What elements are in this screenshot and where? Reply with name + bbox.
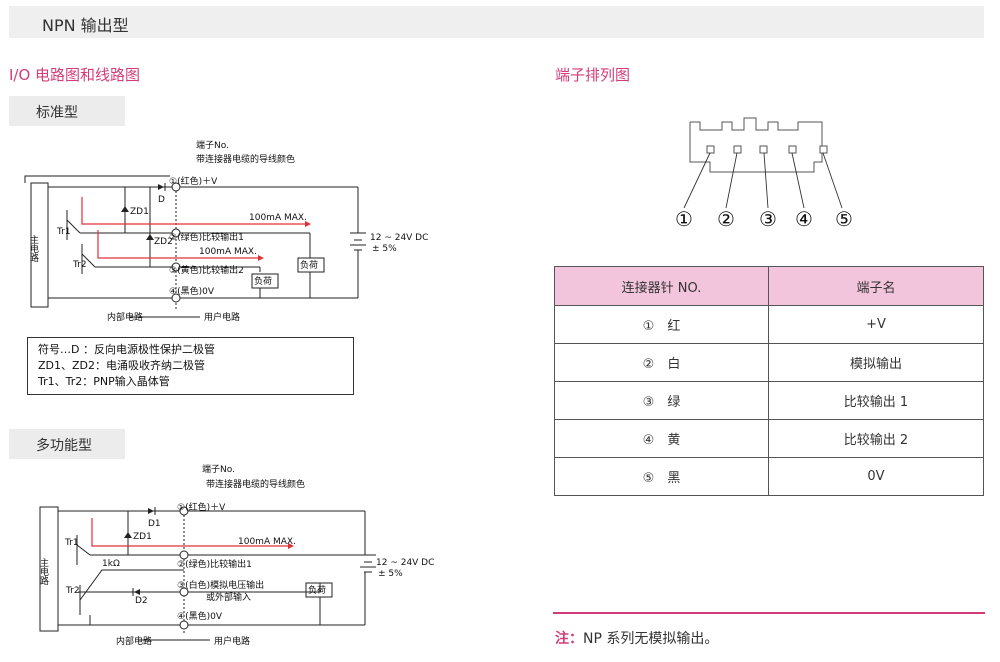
pin-table: 连接器针 NO. 端子名 ① 红 +V ② 白 模拟输出 ③ 绿 比较输出 1 … <box>554 266 984 496</box>
diode-label: D <box>158 195 165 205</box>
table-row: ④ 黄 比较输出 2 <box>554 419 984 458</box>
terminal-name-cell: 比较输出 2 <box>768 419 984 458</box>
terminal-section-title: 端子排列图 <box>555 66 631 84</box>
table-row: ⑤ 黑 0V <box>554 457 984 496</box>
supply-tol-label: ± 5% <box>378 569 403 579</box>
cable-color-label: 带连接器电缆的导线颜色 <box>206 478 305 490</box>
max2-label: 100mA MAX. <box>199 247 257 257</box>
tr2-label: Tr2 <box>65 586 80 596</box>
note: 注：NP 系列无模拟输出。 <box>555 628 718 648</box>
terminal-no-label: 端子No. <box>196 139 229 151</box>
legend-line: 符号…D ：反向电源极性保护二极管 <box>38 343 215 356</box>
terminal-4-label: ④(黑色)0V <box>169 285 215 297</box>
terminal-3-label: ③(白色)模拟电压输出 <box>177 579 264 591</box>
tr1-label: Tr1 <box>64 538 79 548</box>
note-text: NP 系列无模拟输出。 <box>583 631 719 647</box>
pin-cell: ⑤ 黑 <box>554 457 769 496</box>
note-divider <box>553 612 985 614</box>
pin-cell: ④ 黄 <box>554 419 769 458</box>
load2-label: 负荷 <box>254 275 272 287</box>
pin-cell: ③ 绿 <box>554 381 769 420</box>
terminal-3-label-2: 或外部输入 <box>206 591 251 603</box>
terminal-name-cell: 0V <box>768 457 984 496</box>
pin-1-label: ① <box>675 207 693 231</box>
zd1-label: ZD1 <box>130 207 149 217</box>
table-row: ② 白 模拟输出 <box>554 343 984 382</box>
terminal-name-cell: 比较输出 1 <box>768 381 984 420</box>
terminal-2-label: ②(绿色)比较输出1 <box>177 558 252 570</box>
terminal-4-label: ④(黑色)0V <box>177 610 223 622</box>
load1-label: 负荷 <box>300 259 318 271</box>
symbol-legend: 符号…D ：反向电源极性保护二极管 ZD1、ZD2：电涌吸收齐纳二极管 Tr1、… <box>27 337 354 395</box>
table-row: ① 红 +V <box>554 305 984 344</box>
main-circuit-box <box>39 506 59 632</box>
tr2-label: Tr2 <box>72 260 87 270</box>
internal-circuit-label: 内部电路 <box>116 635 152 647</box>
main-circuit-label: 主电路 <box>38 557 49 586</box>
cable-color-label: 带连接器电缆的导线颜色 <box>196 153 295 165</box>
zd1-label: ZD1 <box>133 532 152 542</box>
pin-cell: ① 红 <box>554 305 769 344</box>
standard-circuit-diagram: 端子No. 带连接器电缆的导线颜色 主电路 ①(红色)＋V ②(绿色)比较输出1… <box>24 139 428 323</box>
terminal-no-label: 端子No. <box>202 463 235 475</box>
page-header: NPN 输出型 <box>9 6 984 38</box>
pin-5-label: ⑤ <box>835 207 853 231</box>
terminal-name-cell: +V <box>768 305 984 344</box>
max1-label: 100mA MAX. <box>249 213 307 223</box>
legend-line: Tr1、Tr2：PNP输入晶体管 <box>38 375 170 388</box>
note-prefix: 注： <box>555 631 583 647</box>
user-circuit-label: 用户电路 <box>214 635 250 647</box>
supply-label: 12 ~ 24V DC <box>370 233 428 243</box>
supply-label: 12 ~ 24V DC <box>376 558 434 568</box>
d1-label: D1 <box>148 519 161 529</box>
user-circuit-label: 用户电路 <box>204 311 240 323</box>
zd2-label: ZD2 <box>154 237 173 247</box>
terminal-2-label: ②(绿色)比较输出1 <box>169 231 244 243</box>
pin-cell: ② 白 <box>554 343 769 382</box>
connector-diagram: ① ② ③ ④ ⑤ <box>675 117 853 231</box>
pin-3-label: ③ <box>759 207 777 231</box>
column-header: 端子名 <box>768 266 984 306</box>
pin-4-label: ④ <box>795 207 813 231</box>
terminal-3-label: ③(黄色)比较输出2 <box>169 264 244 276</box>
column-header: 连接器针 NO. <box>554 266 769 306</box>
tr1-label: Tr1 <box>56 227 71 237</box>
standard-type-label: 标准型 <box>9 96 125 126</box>
table-header-row: 连接器针 NO. 端子名 <box>554 266 984 306</box>
main-circuit-label: 主电路 <box>28 234 39 263</box>
legend-line: ZD1、ZD2：电涌吸收齐纳二极管 <box>38 359 206 372</box>
multi-circuit-diagram: 端子No. 带连接器电缆的导线颜色 主电路 ①(红色)＋V ②(绿色)比较输出1… <box>38 463 434 647</box>
load-label: 负荷 <box>308 584 326 596</box>
max1-label: 100mA MAX. <box>238 537 296 547</box>
multi-type-label: 多功能型 <box>9 429 125 459</box>
io-section-title: I/O 电路图和线路图 <box>9 66 141 84</box>
pin-2-label: ② <box>717 207 735 231</box>
main-circuit-box <box>30 182 49 308</box>
resistor-label: 1kΩ <box>102 559 120 569</box>
terminal-1-label: ①(红色)＋V <box>177 501 226 513</box>
terminal-name-cell: 模拟输出 <box>768 343 984 382</box>
page-title: NPN 输出型 <box>42 16 129 35</box>
internal-circuit-label: 内部电路 <box>107 311 143 323</box>
table-row: ③ 绿 比较输出 1 <box>554 381 984 420</box>
supply-tol-label: ± 5% <box>372 244 397 254</box>
terminal-1-label: ①(红色)＋V <box>169 175 218 187</box>
d2-label: D2 <box>135 596 148 606</box>
